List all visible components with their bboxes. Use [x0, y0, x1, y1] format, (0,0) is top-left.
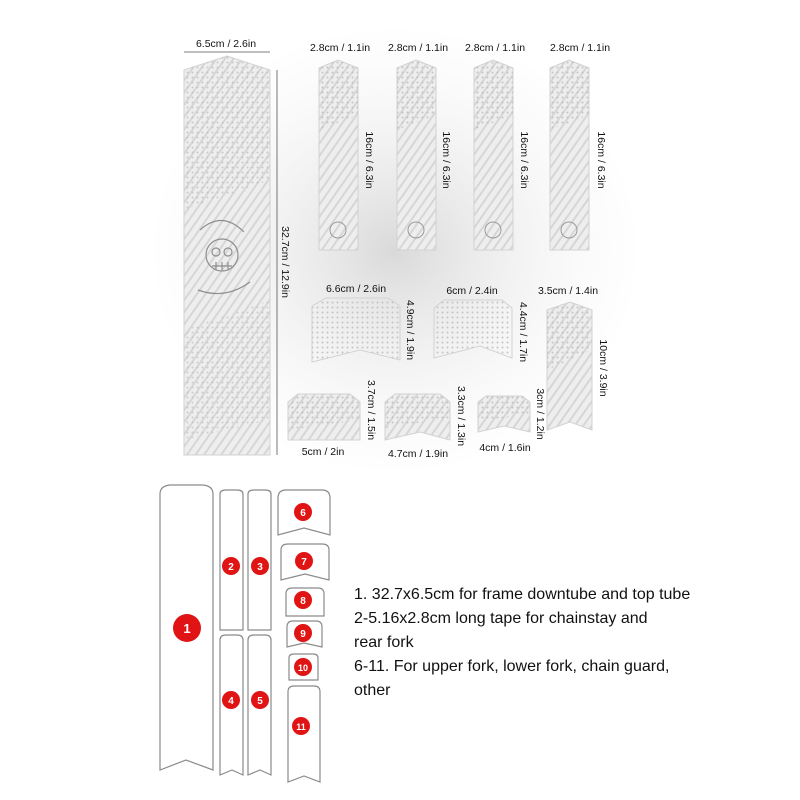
sticker-7-photo: [433, 299, 513, 359]
dim-p11-height: 10cm / 3.9in: [597, 339, 609, 396]
dim-p6-width: 6.6cm / 2.6in: [326, 283, 386, 295]
sticker-10-photo: [477, 395, 531, 433]
svg-text:7: 7: [301, 557, 307, 568]
legend-line-5: other: [354, 682, 391, 699]
legend-line-2: 2-5.16x2.8cm long tape for chainstay and: [354, 610, 648, 627]
svg-text:5: 5: [257, 696, 263, 707]
badge-10: 10: [294, 658, 312, 676]
svg-text:8: 8: [300, 596, 306, 607]
dim-p10-height: 3cm / 1.2in: [534, 388, 546, 440]
sticker-5-photo: [549, 59, 590, 251]
svg-text:9: 9: [300, 629, 306, 640]
badge-9: 9: [294, 624, 312, 642]
dim-p7-width: 6cm / 2.4in: [446, 285, 498, 297]
svg-text:4: 4: [228, 696, 234, 707]
dim-p3-length: 16cm / 6.3in: [440, 131, 452, 188]
dim-p10-width: 4cm / 1.6in: [479, 442, 531, 454]
dim-p8-height: 3.7cm / 1.5in: [365, 380, 377, 440]
dim-p6-height: 4.9cm / 1.9in: [404, 300, 416, 360]
dim-p5-width: 2.8cm / 1.1in: [550, 42, 610, 54]
dim-p11-width: 3.5cm / 1.4in: [538, 285, 598, 297]
dim-p5-length: 16cm / 6.3in: [595, 131, 607, 188]
dim-p8-width: 5cm / 2in: [302, 446, 345, 458]
badge-2: 2: [222, 557, 240, 575]
sticker-6-photo: [311, 297, 401, 363]
svg-text:2: 2: [228, 562, 234, 573]
dim-p9-height: 3.3cm / 1.3in: [455, 386, 467, 446]
svg-text:11: 11: [296, 722, 306, 732]
sticker-3-photo: [396, 59, 437, 251]
legend-line-4: 6-11. For upper fork, lower fork, chain …: [354, 658, 670, 675]
svg-text:3: 3: [257, 562, 263, 573]
legend-line-3: rear fork: [354, 634, 414, 651]
backdrop-shadow: [155, 30, 635, 470]
badge-11: 11: [292, 717, 310, 735]
legend: 1. 32.7x6.5cm for frame downtube and top…: [354, 583, 774, 703]
badge-3: 3: [251, 557, 269, 575]
badge-7: 7: [295, 552, 313, 570]
legend-line-1: 1. 32.7x6.5cm for frame downtube and top…: [354, 586, 691, 603]
sticker-4-photo: [473, 59, 514, 251]
sticker-9-photo: [384, 393, 451, 441]
dim-p4-width: 2.8cm / 1.1in: [465, 42, 525, 54]
badge-5: 5: [251, 691, 269, 709]
badge-8: 8: [294, 591, 312, 609]
skull-graphic: [197, 219, 251, 295]
dim-p3-width: 2.8cm / 1.1in: [388, 42, 448, 54]
dim-p7-height: 4.4cm / 1.7in: [517, 302, 529, 362]
svg-text:1: 1: [183, 621, 190, 636]
dim-p9-width: 4.7cm / 1.9in: [388, 448, 448, 460]
badge-4: 4: [222, 691, 240, 709]
dim-p2-width: 2.8cm / 1.1in: [310, 42, 370, 54]
dim-p1-width: 6.5cm / 2.6in: [196, 38, 256, 50]
sticker-11-photo: [546, 301, 593, 431]
badge-1: 1: [173, 614, 201, 642]
badge-6: 6: [294, 503, 312, 521]
sticker-8-photo: [287, 393, 361, 441]
svg-text:10: 10: [298, 663, 308, 673]
dim-p1-length: 32.7cm / 12.9in: [279, 226, 291, 298]
sticker-2-photo: [318, 59, 359, 251]
dim-p4-length: 16cm / 6.3in: [518, 131, 530, 188]
dim-p2-length: 16cm / 6.3in: [363, 131, 375, 188]
sticker-1-photo: [183, 55, 271, 456]
svg-text:6: 6: [300, 508, 306, 519]
